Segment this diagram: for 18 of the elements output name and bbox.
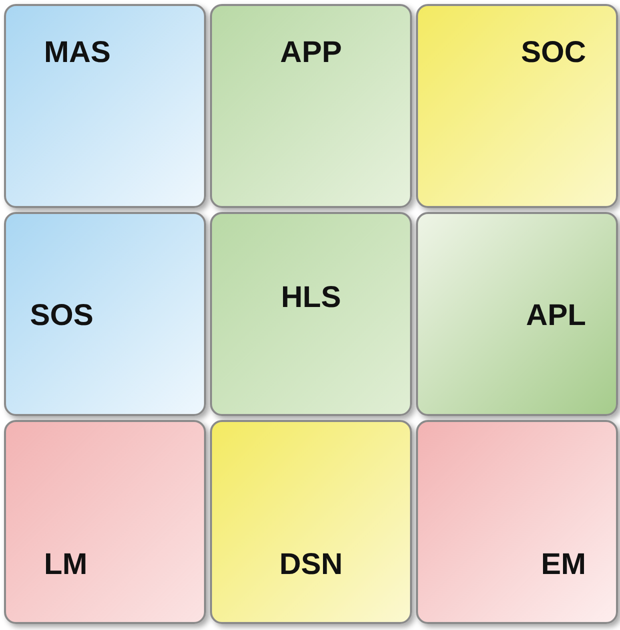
- piece-label: DSN: [279, 548, 343, 582]
- puzzle-piece: [4, 4, 206, 208]
- piece-label: APP: [280, 36, 342, 70]
- puzzle-piece: [416, 212, 618, 416]
- piece-label: LM: [44, 548, 88, 582]
- puzzle-piece: [210, 420, 412, 624]
- piece-label: EM: [541, 548, 586, 582]
- puzzle-piece: [4, 420, 206, 624]
- puzzle-piece: [210, 212, 412, 416]
- piece-label: SOC: [520, 36, 586, 70]
- puzzle-piece: [4, 212, 206, 416]
- puzzle-piece: [416, 4, 618, 208]
- piece-label: HLS: [281, 281, 341, 315]
- piece-label: SOS: [30, 299, 94, 333]
- piece-label: MAS: [44, 36, 111, 70]
- puzzle-piece: [416, 420, 618, 624]
- piece-label: APL: [526, 299, 586, 333]
- puzzle-piece: [210, 4, 412, 208]
